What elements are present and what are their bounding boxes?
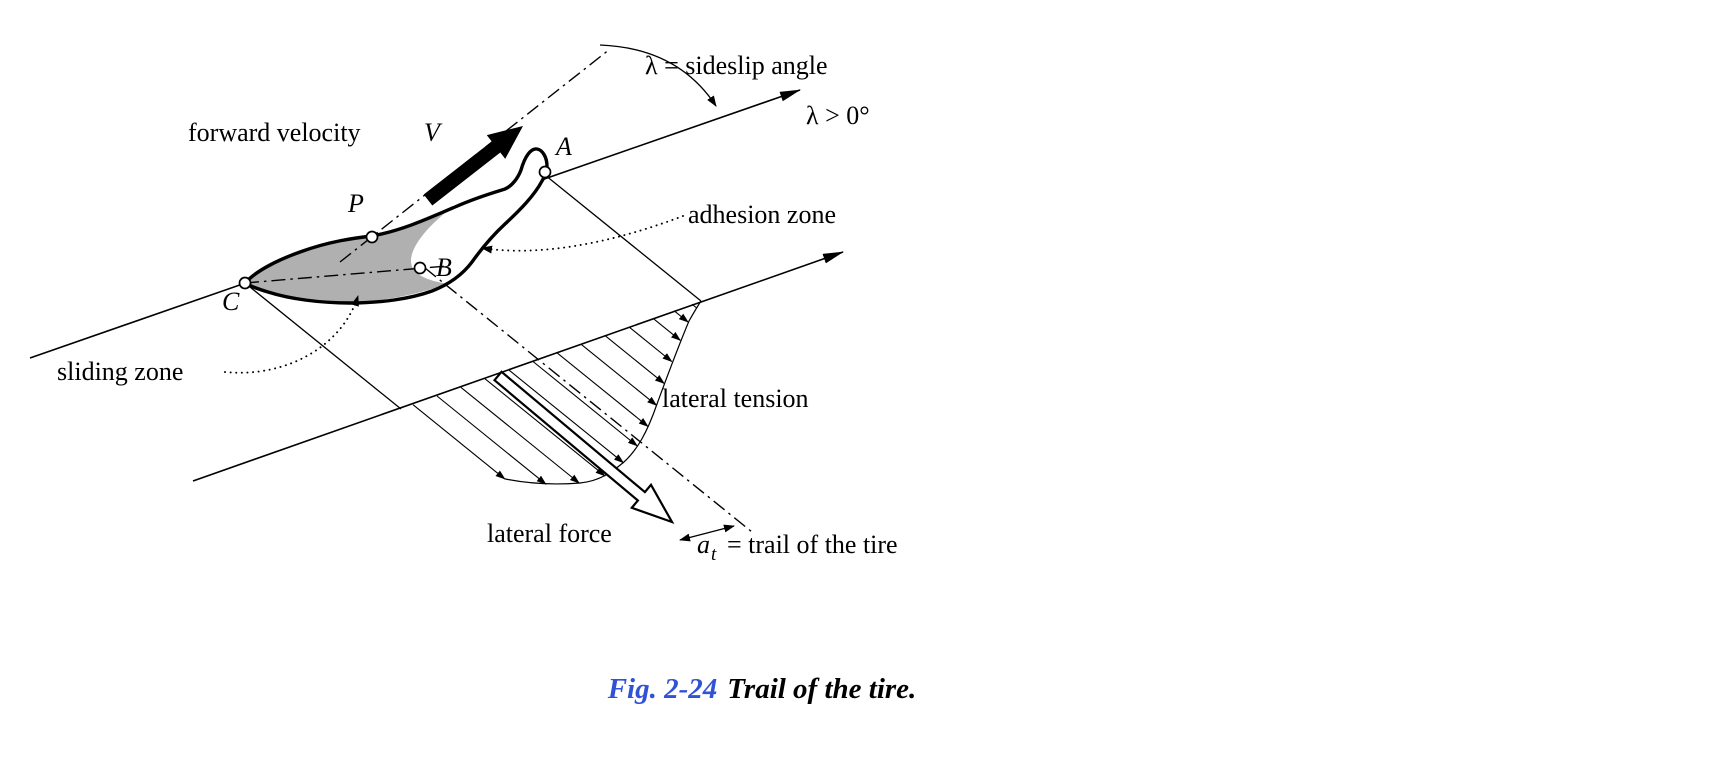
tension-arrow: [580, 343, 658, 406]
lambda-positive-label: λ > 0°: [806, 101, 870, 130]
trail-subscript-label: t: [711, 544, 717, 565]
point-markers: [238, 165, 552, 290]
ground-plane-line: [192, 251, 844, 482]
sideslip-angle-label: λ = sideslip angle: [645, 51, 828, 80]
tension-envelope-curve: [504, 300, 702, 485]
point-marker-c: [238, 276, 252, 290]
point-marker-p: [365, 230, 379, 244]
tension-arrow: [673, 310, 689, 323]
lateral-tension-arrows: [412, 303, 698, 485]
tension-arrow: [412, 404, 506, 480]
patch-projection-edge-c: [244, 282, 402, 410]
figure-caption-number: Fig. 2-24: [607, 673, 718, 705]
tension-arrow: [532, 361, 638, 447]
lateral-tension-label: lateral tension: [662, 384, 809, 413]
velocity-symbol-label: V: [424, 118, 443, 147]
point-marker-b: [413, 261, 427, 275]
tension-arrow: [484, 378, 606, 477]
tension-arrow: [556, 352, 649, 428]
adhesion-zone-leader-arrow: [481, 215, 684, 254]
point-label-b: B: [436, 253, 452, 282]
tension-arrow: [691, 303, 698, 309]
tension-arrow: [604, 335, 665, 385]
trail-offset-line: [424, 267, 753, 533]
tension-arrow: [508, 369, 624, 464]
sliding-zone-label: sliding zone: [57, 357, 183, 386]
lateral-force-label: lateral force: [487, 519, 612, 548]
trail-symbol-label: a: [697, 530, 710, 559]
point-marker-a: [538, 165, 552, 179]
trail-definition-label: = trail of the tire: [727, 530, 898, 559]
sideslip-angle-arc: [599, 44, 717, 107]
sliding-zone-leader-arrow: [224, 295, 359, 374]
point-label-p: P: [347, 189, 364, 218]
tension-arrow: [652, 317, 681, 341]
forward-velocity-arrow: [423, 126, 523, 206]
point-label-a: A: [554, 132, 572, 161]
figure-caption-title: Trail of the tire.: [727, 673, 916, 705]
lateral-force-arrow: [492, 370, 675, 525]
tension-arrow: [460, 386, 580, 484]
tension-arrow: [628, 326, 673, 363]
trail-dimension-arrow: [679, 524, 735, 542]
adhesion-zone-label: adhesion zone: [688, 200, 836, 229]
figure-caption: Fig. 2-24 Trail of the tire.: [607, 673, 917, 705]
tension-arrow: [436, 395, 547, 485]
tire-plane-ground-line: [244, 265, 448, 284]
forward-velocity-label: forward velocity: [188, 118, 361, 147]
point-label-c: C: [222, 287, 240, 316]
patch-projection-edge-a: [544, 174, 702, 302]
